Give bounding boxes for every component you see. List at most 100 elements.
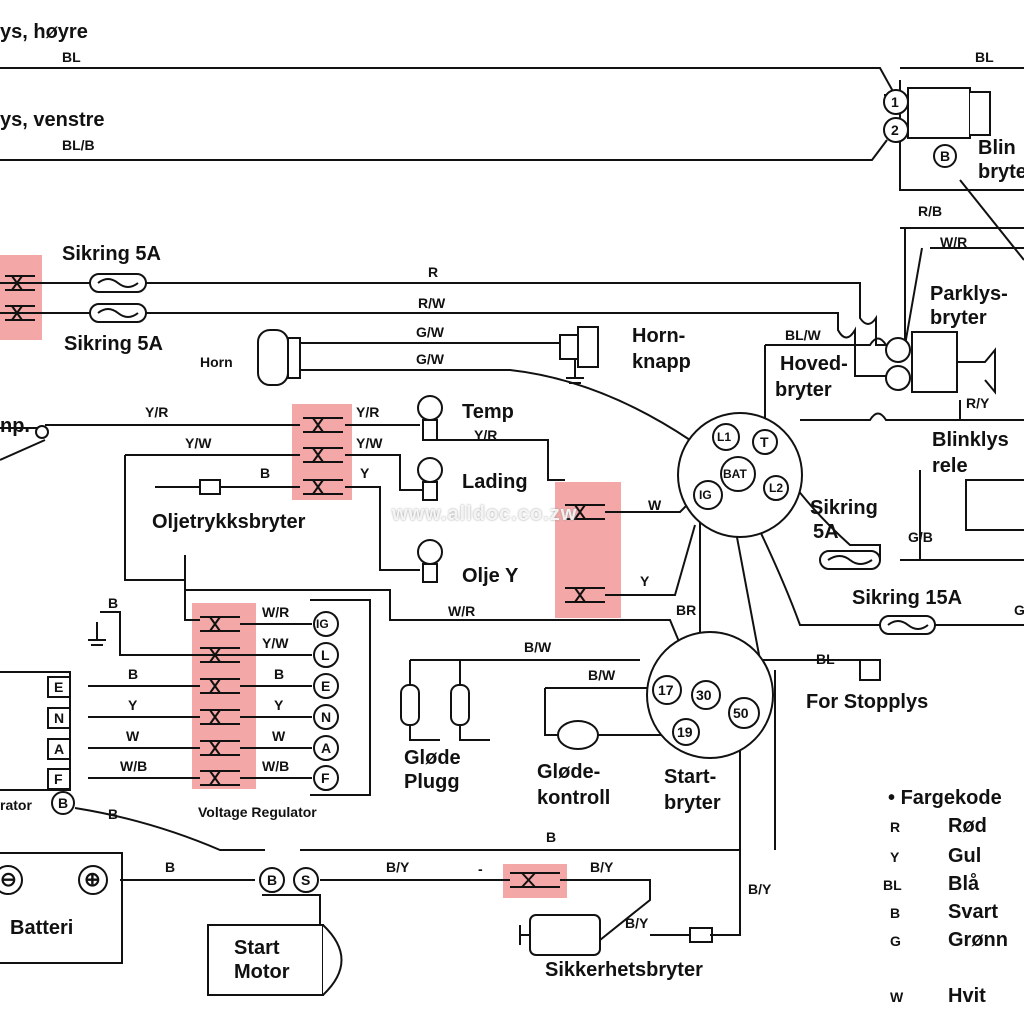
label-sikkerhetsbryter: Sikkerhetsbryter — [545, 959, 703, 981]
start-motor-body — [207, 924, 324, 996]
wire-label-bl-right: BL — [975, 49, 994, 65]
generator-terminals — [0, 676, 319, 895]
lamps — [417, 395, 443, 583]
wire-wr-top — [904, 247, 1024, 346]
wire-label-wr-top: W/R — [940, 234, 968, 250]
horn-neck — [287, 337, 301, 379]
label-temp: Temp — [462, 401, 514, 423]
term-swb: B — [940, 148, 951, 164]
wire-label-yr-left: Y/R — [145, 404, 169, 420]
connector-stoplys — [859, 659, 881, 681]
wire-bw2 — [544, 687, 670, 736]
wire-bl-top — [0, 67, 897, 96]
wire-yr-lower — [428, 439, 565, 481]
wire-label-bw2: B/W — [588, 667, 616, 683]
legend-name-b: Svart — [948, 901, 999, 923]
label-blink-2: bryte — [978, 161, 1024, 183]
wire-label-wr-mid: W/R — [448, 603, 476, 619]
legend-name-bl: Blå — [948, 873, 980, 895]
connector-r — [5, 275, 35, 291]
wire-bw — [410, 659, 640, 680]
term-vr-ig: IG — [316, 617, 329, 631]
term-bat: BAT — [723, 467, 747, 481]
wire-label-bl-stop: BL — [816, 651, 835, 667]
wire-label-gen-b: B — [128, 666, 139, 682]
label-for-stopplys: For Stopplys — [806, 691, 929, 713]
connector-stop — [675, 927, 713, 943]
wire-label-w-ig: W — [648, 497, 662, 513]
fuse-5a-2 — [89, 303, 147, 323]
label-horn: Horn — [200, 354, 233, 370]
label-blink-1: Blin — [978, 137, 1016, 159]
connector-vr-f — [200, 770, 240, 786]
wire-label-blw: BL/W — [785, 327, 821, 343]
wire-label-b-long: B — [546, 829, 557, 845]
fuse-5a-right-link — [827, 555, 873, 565]
wire-label-b-oil: B — [260, 465, 271, 481]
wire-label-vr-wb: W/B — [262, 758, 290, 774]
wire-rb — [900, 227, 1024, 345]
label-blinklysrele-1: Blinklys — [932, 429, 1009, 451]
wire-label-vr-b: B — [274, 666, 285, 682]
horn-body — [257, 329, 289, 386]
highlight-regulator-connectors — [192, 603, 256, 789]
park-switch-body — [911, 331, 958, 393]
watermark: www.alldoc.co.zw — [392, 503, 578, 525]
wire-label-vr-y: Y — [274, 697, 284, 713]
wire-b-earth — [100, 611, 240, 656]
label-voltage-regulator: Voltage Regulator — [198, 804, 317, 820]
wire-y-ig — [605, 524, 696, 596]
wire-yw-down — [124, 455, 200, 621]
connector-rw — [5, 305, 35, 321]
wire-label-yr-temp: Y/R — [356, 404, 380, 420]
battery-plus-symbol: ⊕ — [84, 869, 101, 891]
hornknapp-body — [559, 334, 579, 360]
blink-switch-body — [907, 87, 971, 139]
oil-pressure-switch — [155, 479, 221, 495]
wire-label-gw2: G/W — [416, 351, 444, 367]
legend-code-y: Y — [890, 849, 900, 865]
wire-label-br: BR — [676, 602, 697, 618]
wire-label-r: R — [428, 264, 439, 280]
term-vr-f: F — [321, 770, 330, 786]
label-glode-kontroll-2: kontroll — [537, 787, 611, 809]
legend-code-r: R — [890, 819, 901, 835]
term-vr-l: L — [321, 647, 330, 663]
label-parklys-2: bryter — [930, 307, 987, 329]
wire-label-ry: R/Y — [966, 395, 990, 411]
wire-b-lower — [74, 807, 265, 851]
term-t: T — [760, 434, 769, 450]
label-sikring5a-r2: 5A — [813, 521, 839, 543]
label-parkl-venstre: ys, venstre — [0, 109, 105, 131]
start-motor — [207, 924, 343, 996]
term-17: 17 — [658, 682, 674, 698]
wire-label-y-low: Y — [640, 573, 650, 589]
wire-label-b-motor: B — [165, 859, 176, 875]
connectors — [5, 275, 881, 943]
term-gen-b: B — [58, 795, 69, 811]
term-sw1: 1 — [891, 94, 899, 110]
term-30: 30 — [696, 687, 712, 703]
wire-t-right — [800, 412, 1024, 421]
label-start-motor-1: Start — [234, 937, 280, 959]
term-19: 19 — [677, 724, 693, 740]
connector-vr-a — [200, 740, 240, 756]
wire-label-vr-yw: Y/W — [262, 635, 289, 651]
connector-b — [303, 479, 343, 495]
term-l1: L1 — [717, 430, 732, 444]
glow-plug-1 — [400, 684, 420, 726]
glow-plug-2 — [450, 684, 470, 726]
term-l2: L2 — [769, 481, 784, 495]
label-sikring-2: Sikring 5A — [64, 333, 163, 355]
wire-label-gb: G/B — [908, 529, 933, 545]
term-gen-e: E — [54, 679, 64, 695]
connector-by — [510, 872, 560, 888]
term-ig: IG — [699, 488, 712, 502]
connector-vr-ig — [200, 616, 240, 632]
label-hornknapp-2: knapp — [632, 351, 691, 373]
wire-label-by4: B/Y — [748, 881, 772, 897]
connector-yr — [303, 417, 343, 433]
fuse-15a — [879, 615, 936, 635]
term-vr-n: N — [321, 709, 332, 725]
